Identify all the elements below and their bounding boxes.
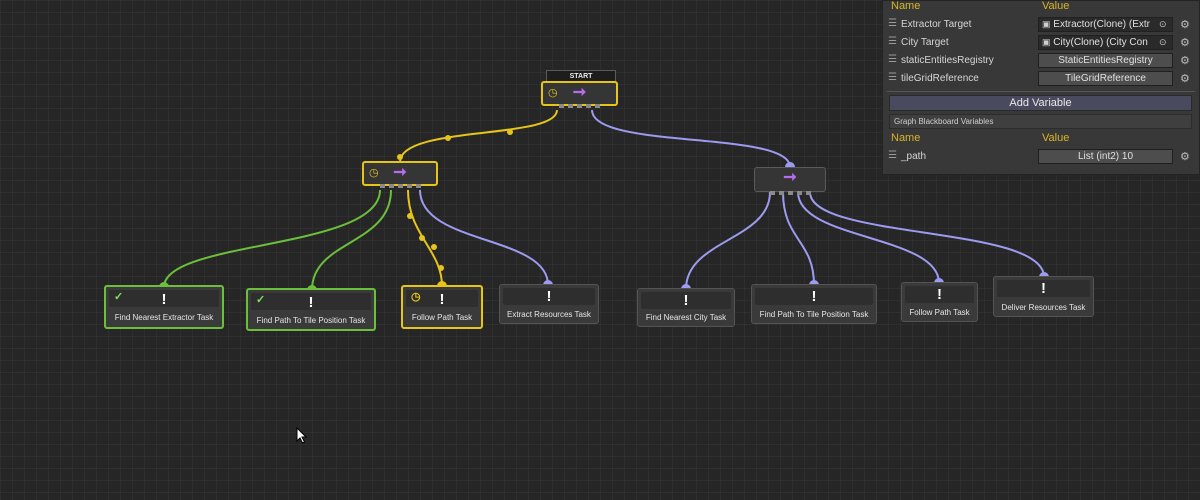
drag-handle-icon[interactable]: ☰: [888, 36, 897, 47]
action-icon: !: [1041, 280, 1046, 297]
gear-icon[interactable]: ⚙: [1180, 73, 1190, 85]
value-button[interactable]: StaticEntitiesRegistry: [1038, 53, 1173, 68]
variable-name: _path: [901, 151, 927, 162]
object-field[interactable]: ▣ Extractor(Clone) (Extr: [1038, 17, 1173, 32]
sequence-arrow-icon: ➞: [393, 164, 407, 181]
edge-left-3: [407, 189, 443, 287]
edge-right-2: [782, 191, 815, 286]
name-column-header: Name: [891, 0, 921, 12]
graph-variable-row[interactable]: ☰ _path List (int2) 10 ⚙: [883, 148, 1199, 166]
action-icon: !: [811, 288, 817, 305]
task-node-find-nearest-extractor[interactable]: ✓ ! Find Nearest Extractor Task: [104, 285, 224, 329]
graph-blackboard-section-header[interactable]: Graph Blackboard Variables: [889, 114, 1192, 129]
gear-icon[interactable]: ⚙: [1180, 55, 1190, 67]
edge-right-3: [797, 191, 940, 284]
task-node-find-nearest-city[interactable]: ! Find Nearest City Task: [637, 288, 735, 327]
sequence-arrow-icon: ➞: [783, 169, 797, 186]
drag-handle-icon[interactable]: ☰: [888, 54, 897, 65]
edge-left-4: [419, 189, 549, 286]
gear-icon[interactable]: ⚙: [1180, 37, 1190, 49]
variable-name: tileGridReference: [901, 73, 979, 84]
task-label: Find Path To Tile Position Task: [256, 316, 366, 325]
object-field-value: City(Clone) (City Con: [1053, 37, 1148, 48]
name-column-header: Name: [891, 132, 921, 144]
edge-right-4: [809, 191, 1045, 278]
child-ports: [364, 184, 436, 188]
mouse-cursor-icon: [296, 427, 308, 444]
task-node-follow-path-2[interactable]: ! Follow Path Task: [901, 282, 978, 322]
variable-name: City Target: [901, 37, 949, 48]
gear-icon[interactable]: ⚙: [1180, 19, 1190, 31]
value-column-header: Value: [1042, 0, 1070, 12]
blackboard-panel: Name Value ☰ Extractor Target ▣ Extracto…: [882, 0, 1200, 175]
task-node-find-path-to-tile-2[interactable]: ! Find Path To Tile Position Task: [751, 284, 877, 324]
task-label: Deliver Resources Task: [1001, 303, 1086, 312]
action-icon: !: [439, 291, 445, 308]
value-column-header: Value: [1042, 132, 1070, 144]
object-field[interactable]: ▣ City(Clone) (City Con: [1038, 35, 1173, 50]
task-label: Follow Path Task: [909, 308, 970, 317]
edge-right-1: [685, 191, 771, 290]
object-field-value: Extractor(Clone) (Extr: [1053, 19, 1150, 30]
edge-start-left: [399, 109, 558, 163]
object-picker-icon[interactable]: ⊙: [1159, 19, 1167, 29]
child-ports: [755, 191, 825, 195]
task-node-find-path-to-tile[interactable]: ✓ ! Find Path To Tile Position Task: [246, 288, 376, 331]
right-sequence-node[interactable]: ➞: [754, 167, 826, 195]
clock-icon: ◷: [548, 87, 558, 99]
task-node-deliver-resources[interactable]: ! Deliver Resources Task: [993, 276, 1094, 317]
variable-row[interactable]: ☰ tileGridReference TileGridReference ⚙: [883, 70, 1199, 88]
child-ports: [543, 104, 616, 108]
task-label: Extract Resources Task: [507, 310, 591, 319]
variable-name: staticEntitiesRegistry: [901, 55, 994, 66]
root-sequence-node[interactable]: ◷ ➞: [541, 81, 618, 108]
value-button[interactable]: TileGridReference: [1038, 71, 1173, 86]
object-icon: ▣: [1042, 19, 1051, 29]
variable-row[interactable]: ☰ Extractor Target ▣ Extractor(Clone) (E…: [883, 16, 1199, 34]
task-label: Find Path To Tile Position Task: [759, 310, 869, 319]
variable-row[interactable]: ☰ City Target ▣ City(Clone) (City Con ⊙ …: [883, 34, 1199, 52]
clock-icon: ◷: [411, 291, 421, 303]
action-icon: !: [546, 288, 552, 305]
edge-left-1: [163, 189, 381, 288]
drag-handle-icon[interactable]: ☰: [888, 18, 897, 29]
drag-handle-icon[interactable]: ☰: [888, 150, 897, 161]
clock-icon: ◷: [369, 167, 379, 179]
sequence-arrow-icon: ➞: [572, 84, 587, 101]
object-icon: ▣: [1042, 37, 1051, 47]
drag-handle-icon[interactable]: ☰: [888, 72, 897, 83]
action-icon: !: [937, 286, 942, 303]
check-icon: ✓: [256, 294, 266, 306]
divider: [887, 91, 1195, 92]
object-picker-icon[interactable]: ⊙: [1159, 37, 1167, 47]
variable-row[interactable]: ☰ staticEntitiesRegistry StaticEntitiesR…: [883, 52, 1199, 70]
gear-icon[interactable]: ⚙: [1180, 151, 1190, 163]
task-label: Follow Path Task: [411, 313, 473, 322]
variable-name: Extractor Target: [901, 19, 972, 30]
edge-start-right: [591, 109, 791, 168]
task-label: Find Nearest City Task: [645, 313, 727, 322]
action-icon: !: [683, 292, 689, 309]
task-node-extract-resources[interactable]: ! Extract Resources Task: [499, 284, 599, 324]
check-icon: ✓: [114, 291, 124, 303]
action-icon: !: [161, 291, 167, 308]
task-label: Find Nearest Extractor Task: [114, 313, 214, 322]
add-variable-button[interactable]: Add Variable: [889, 95, 1192, 111]
edge-left-2: [311, 189, 392, 291]
action-icon: !: [308, 294, 314, 311]
value-button[interactable]: List (int2) 10: [1038, 149, 1173, 164]
left-sequence-node[interactable]: ◷ ➞: [362, 161, 438, 188]
task-node-follow-path[interactable]: ◷ ! Follow Path Task: [401, 285, 483, 329]
